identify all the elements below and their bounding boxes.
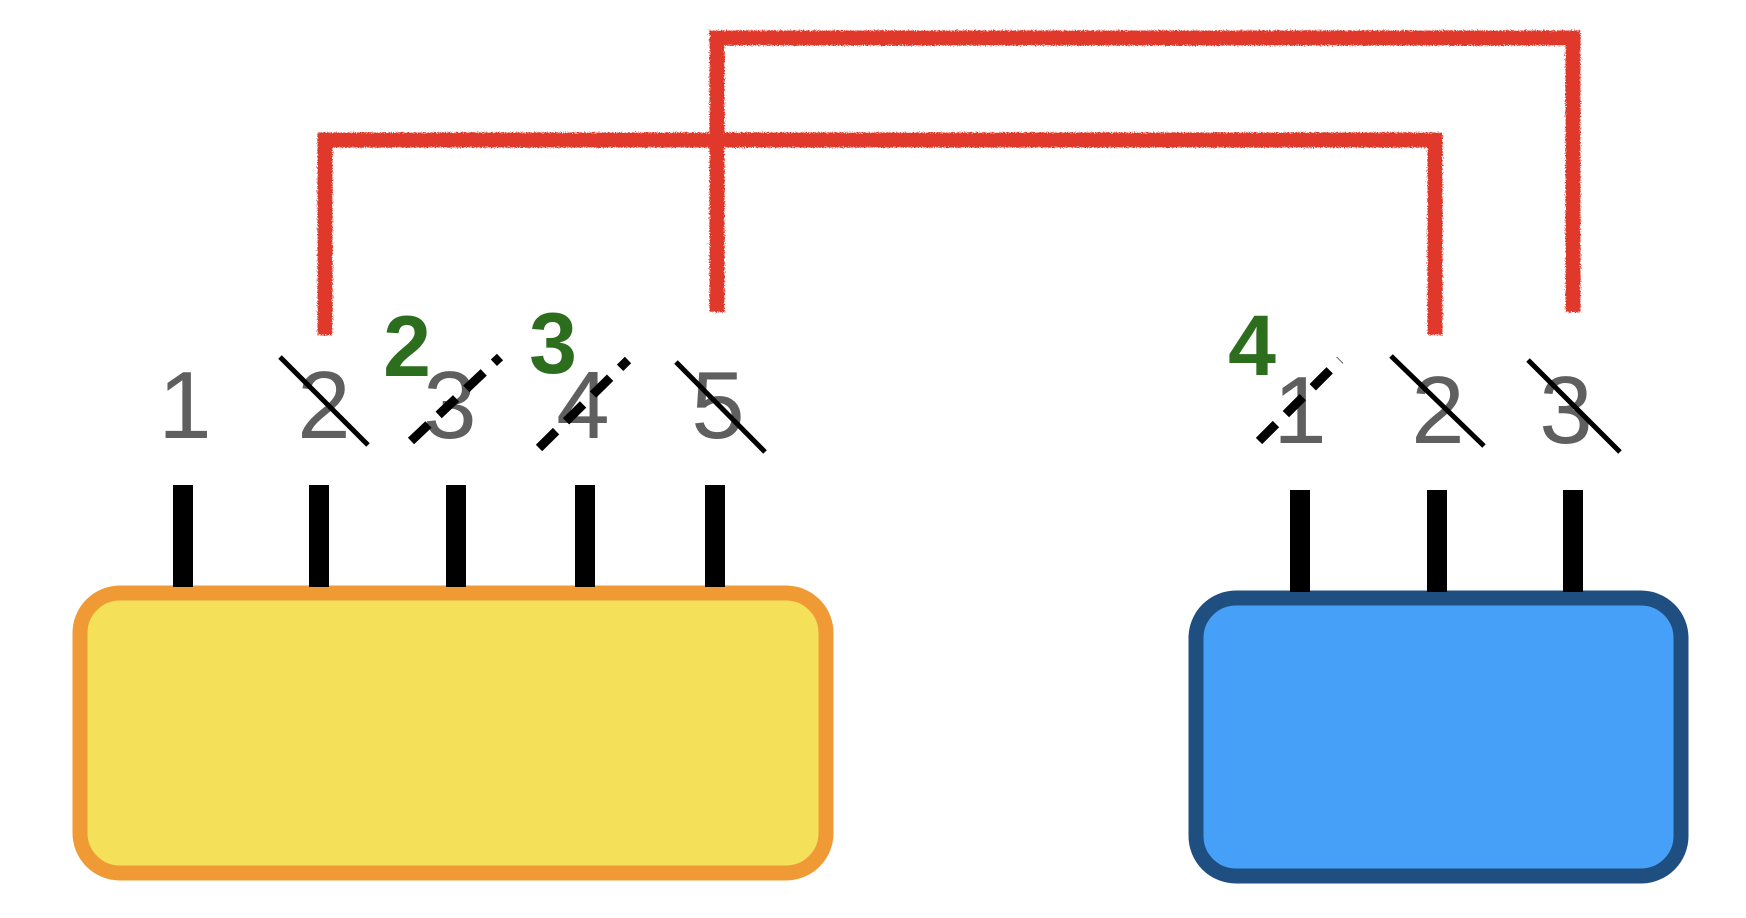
left-pin-label-2: 2 [297,352,350,459]
wire-left2-to-right2 [317,132,1443,335]
strike-marks [278,353,1622,454]
right-pin-labels: 1 2 3 [1273,357,1592,464]
renumber-label-left-pin-3: 2 [383,299,431,395]
left-pin-labels: 1 2 3 4 5 [158,352,744,459]
right-pin-label-3: 3 [1539,357,1592,464]
dashed-strike-right-pin-1 [1255,356,1344,445]
connection-wires [317,30,1581,335]
dashed-strike-left-pin-4 [535,356,632,452]
wire-left5-to-right3 [709,30,1581,312]
left-connector-block [72,485,834,881]
right-connector-block [1188,490,1689,884]
right-pin-label-2: 2 [1411,357,1464,464]
renumber-labels: 2 3 4 [383,296,1276,395]
renumber-label-right-pin-1: 4 [1228,298,1276,394]
dashed-strike-left-pin-3 [407,353,504,445]
left-pin-label-1: 1 [158,352,211,459]
strike-right-pin-3 [1526,358,1622,454]
strike-left-pin-2 [278,355,370,447]
strike-left-pin-5 [674,360,767,454]
strike-right-pin-2 [1389,354,1486,448]
renumber-label-left-pin-4: 3 [529,296,577,392]
right-pin-label-1: 1 [1273,357,1326,464]
left-block-body [72,585,834,881]
right-block-body [1188,590,1689,884]
